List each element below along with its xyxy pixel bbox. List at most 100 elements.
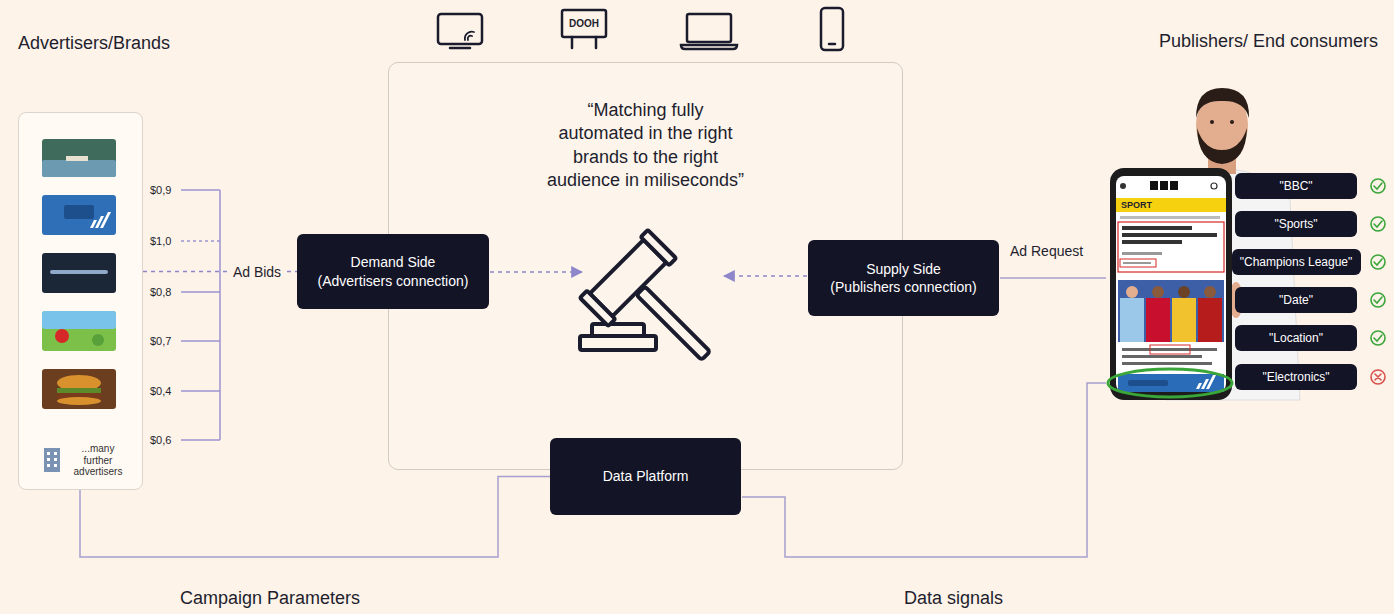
auction-flow-arrow <box>490 272 807 276</box>
ad-creatives <box>42 195 116 235</box>
node-text: "Date" <box>1279 293 1313 307</box>
screen-text: SPORT <box>1121 200 1152 210</box>
section-heading: Advertisers/Brands <box>18 33 170 54</box>
ad-creatives <box>64 205 94 219</box>
building-icon <box>44 448 60 472</box>
phone-screen <box>1122 348 1217 351</box>
ad-creatives <box>42 139 116 177</box>
node-text: Supply Side <box>866 260 941 278</box>
phone-screen <box>1128 380 1168 386</box>
ad-creatives <box>92 334 104 346</box>
phone-screen <box>1118 280 1224 342</box>
match-indicator <box>1374 335 1382 341</box>
building-icon <box>54 458 57 461</box>
phone-screen <box>1120 259 1156 267</box>
bid-bracket <box>181 240 220 242</box>
match-indicator <box>1371 179 1385 193</box>
flow-label: Ad Request <box>1010 243 1083 259</box>
node-text: Demand Side <box>351 253 436 271</box>
flow-label: Data signals <box>904 588 1003 609</box>
section-heading: Publishers/ End consumers <box>1159 31 1378 52</box>
auction-flow-arrow <box>490 271 582 273</box>
ad-creatives <box>90 212 111 228</box>
node-text: ...many further advertisers <box>69 443 127 478</box>
device-icons <box>450 47 470 50</box>
bid-bracket <box>181 340 220 342</box>
device-icons <box>595 37 598 48</box>
match-indicator <box>1375 374 1381 380</box>
node-text: "BBC" <box>1279 179 1312 193</box>
match-indicator <box>1374 183 1382 189</box>
match-indicator <box>1371 217 1385 231</box>
signal-tag: "BBC" <box>1235 173 1357 199</box>
phone-screen <box>1152 286 1164 298</box>
phone-screen <box>1120 216 1220 219</box>
phone-screen <box>1146 298 1170 342</box>
building-icon <box>54 464 57 467</box>
phone-screen <box>1110 168 1232 400</box>
device-icons <box>681 45 737 49</box>
match-indicator <box>1371 331 1385 345</box>
auction-gavel <box>580 230 740 390</box>
match-indicator <box>1371 255 1385 269</box>
ad-creatives <box>66 156 88 161</box>
phone-screen <box>1122 240 1182 244</box>
bid-price: $0,8 <box>150 286 171 299</box>
ad-creatives <box>42 369 116 409</box>
bid-price: $0,4 <box>150 385 171 398</box>
phone-screen <box>1204 286 1216 298</box>
device-icons <box>571 37 574 48</box>
device-icons <box>438 14 482 44</box>
ad-creatives <box>57 397 101 405</box>
panel-fill <box>19 113 142 489</box>
building-icon <box>44 448 60 472</box>
bid-bracket <box>181 390 220 392</box>
consumer-figure <box>1196 88 1249 118</box>
signal-line <box>742 278 1106 557</box>
auction-gavel <box>636 286 710 360</box>
node-text: Data Platform <box>603 467 689 485</box>
billboard-text: DOOH <box>569 18 599 30</box>
phone-screen <box>1118 374 1224 392</box>
match-indicator <box>1371 293 1385 307</box>
phone-screen <box>1198 298 1222 342</box>
match-indicator <box>1371 370 1385 384</box>
device-icons <box>438 8 843 50</box>
phone-screen <box>1122 252 1162 255</box>
auction-gavel <box>580 291 615 326</box>
signal-tag: "Date" <box>1235 287 1357 313</box>
bid-price: $0,9 <box>150 184 171 197</box>
flow-label: Campaign Parameters <box>180 588 360 609</box>
ad-creatives <box>42 160 116 177</box>
signal-line <box>1000 277 1106 279</box>
auction-gavel <box>580 336 656 350</box>
consumer-figure <box>1230 120 1234 124</box>
phone-screen <box>1108 168 1232 400</box>
bid-bracket <box>181 291 220 293</box>
signal-tag: "Sports" <box>1235 211 1357 237</box>
phone-screen <box>1116 176 1226 392</box>
building-icon <box>47 452 50 455</box>
node-text: "Electronics" <box>1262 370 1329 384</box>
phone-screen <box>1170 181 1178 190</box>
phone-screen <box>1118 222 1224 272</box>
auction-flow-arrow <box>724 275 807 277</box>
phone-screen <box>1211 183 1217 189</box>
signal-tag: "Electronics" <box>1235 364 1357 390</box>
phone-screen <box>1196 375 1216 389</box>
phone-screen <box>1160 181 1168 190</box>
platform-box: Supply Side(Publishers connection) <box>808 240 999 316</box>
ad-creatives <box>42 311 116 351</box>
auction-gavel <box>641 230 676 265</box>
node-text: (Advertisers connection) <box>318 272 469 290</box>
ad-creatives <box>55 329 69 343</box>
bid-price: $0,7 <box>150 335 171 348</box>
signal-line <box>742 383 1106 557</box>
phone-screen <box>1120 183 1126 189</box>
bid-bracket <box>181 190 220 440</box>
